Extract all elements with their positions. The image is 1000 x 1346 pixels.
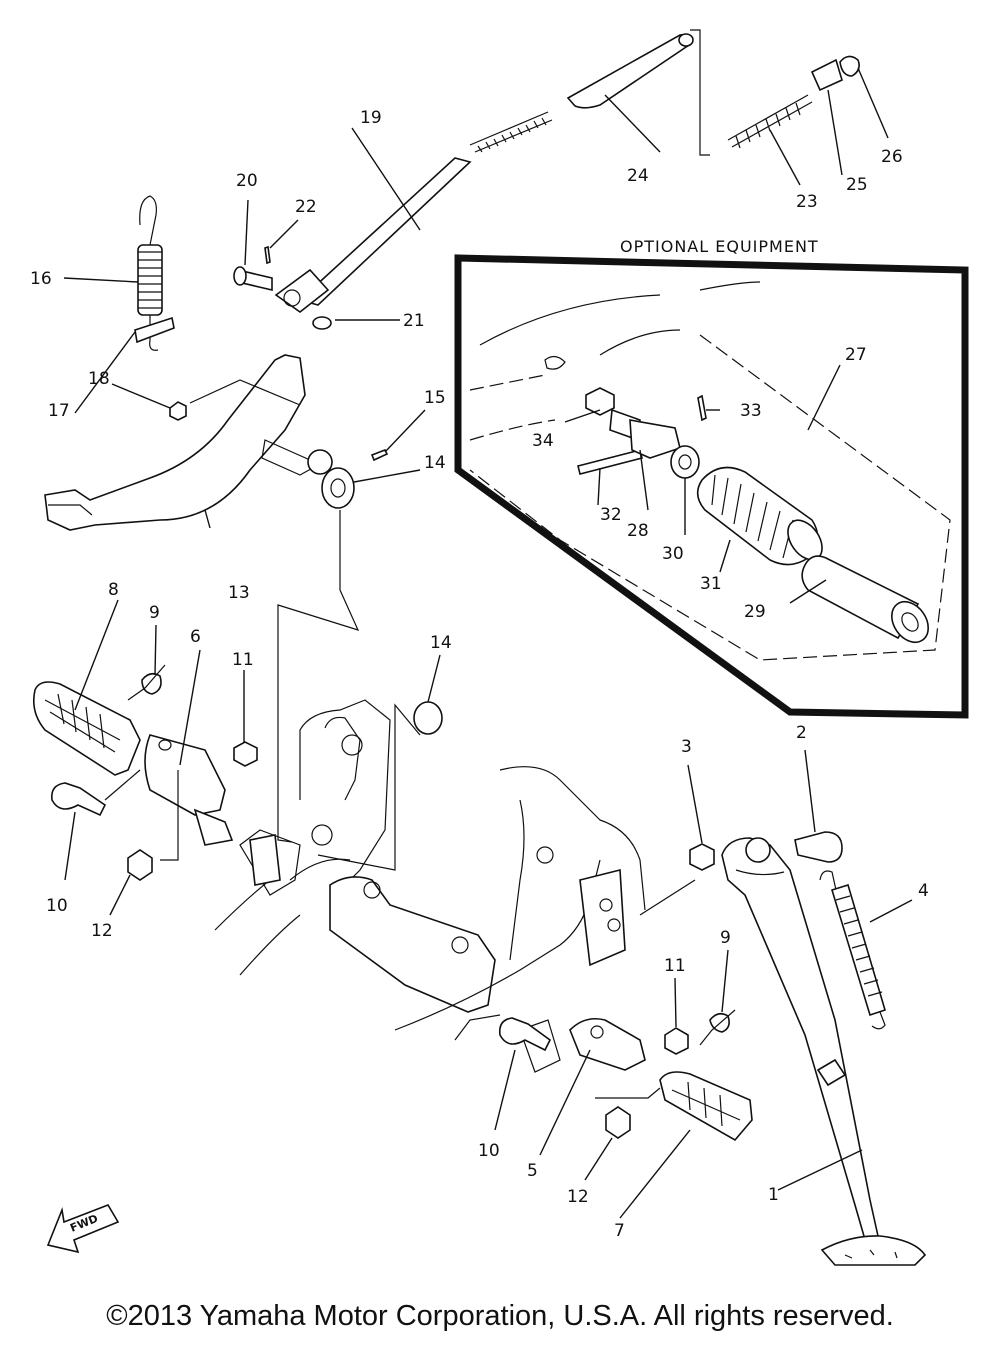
- callout-7: 7: [614, 1221, 625, 1241]
- callout-28: 28: [627, 521, 649, 541]
- nut-12-right-part: [605, 1106, 631, 1139]
- bolt-32-part: [577, 449, 643, 475]
- callout-30: 30: [662, 544, 684, 564]
- oil-seal-14-part: [321, 467, 355, 509]
- bolt-10-left-part: [50, 782, 107, 817]
- callout-11a: 11: [232, 650, 254, 670]
- footrest-8-part: [32, 681, 141, 776]
- nut-11-right-part: [664, 1027, 689, 1055]
- callout-14b: 14: [430, 633, 452, 653]
- footrest-bracket-5-part: [569, 1017, 646, 1071]
- footpeg-tube-29-part: [801, 555, 929, 644]
- pivot-bolt-2-part: [794, 831, 843, 863]
- return-spring-16-part: [137, 195, 163, 351]
- callout-18: 18: [88, 369, 110, 389]
- callout-29: 29: [744, 602, 766, 622]
- callout-13: 13: [228, 583, 250, 603]
- optional-equipment-label: OPTIONAL EQUIPMENT: [620, 237, 819, 256]
- optional-equipment-box: OPTIONAL EQUIPMENT: [454, 237, 969, 719]
- stand-spring-4-part: [819, 870, 886, 1030]
- copyright-notice: ©2013 Yamaha Motor Corporation, U.S.A. A…: [106, 1300, 894, 1332]
- callout-25: 25: [846, 175, 868, 195]
- bracket-28-part: [629, 419, 681, 459]
- brake-pedal-13-part: [44, 354, 333, 531]
- callout-4: 4: [918, 881, 929, 901]
- brake-rod-19-part: [298, 157, 472, 306]
- callout-9a: 9: [149, 603, 160, 623]
- footpeg-rubber-31-part: [696, 466, 823, 566]
- nut-11-left-part: [233, 741, 258, 767]
- callout-labels: 19 24 23 25 26 20 22 16 21 18 17 15 14 1…: [30, 108, 929, 1241]
- washer-14-lower-part: [413, 701, 443, 735]
- callout-12b: 12: [567, 1187, 589, 1207]
- callout-12a: 12: [91, 921, 113, 941]
- callout-9b: 9: [720, 928, 731, 948]
- callout-16: 16: [30, 269, 52, 289]
- callout-23: 23: [796, 192, 818, 212]
- callout-5: 5: [527, 1161, 538, 1181]
- callout-10b: 10: [478, 1141, 500, 1161]
- brake-rod-assembly: [298, 29, 860, 306]
- callout-11b: 11: [664, 956, 686, 976]
- callout-1: 1: [768, 1185, 779, 1205]
- footrest-7-part: [659, 1071, 753, 1142]
- side-stand-1-part: [721, 837, 927, 1266]
- callout-33: 33: [740, 401, 762, 421]
- callout-19: 19: [360, 108, 382, 128]
- callout-27: 27: [845, 345, 867, 365]
- callout-2: 2: [796, 723, 807, 743]
- callout-20: 20: [236, 171, 258, 191]
- spring-9-left-part: [141, 672, 162, 695]
- callout-32: 32: [600, 505, 622, 525]
- callout-3: 3: [681, 737, 692, 757]
- callout-6: 6: [190, 627, 201, 647]
- nut-3-part: [689, 843, 715, 871]
- callout-26: 26: [881, 147, 903, 167]
- callout-8: 8: [108, 580, 119, 600]
- callout-21: 21: [403, 311, 425, 331]
- callout-31: 31: [700, 574, 722, 594]
- footrest-bracket-6-part: [144, 734, 226, 816]
- washer-30-part: [670, 445, 700, 479]
- bolt-10-right-part: [498, 1017, 552, 1052]
- bolt-17-part: [134, 316, 175, 344]
- callout-24: 24: [627, 166, 649, 186]
- callout-22: 22: [295, 197, 317, 217]
- callout-10a: 10: [46, 896, 68, 916]
- callout-34: 34: [532, 431, 554, 451]
- nut-34-part: [585, 387, 615, 416]
- clevis-group: [233, 245, 332, 330]
- fwd-arrow-icon: FWD: [46, 1204, 120, 1254]
- callout-17: 17: [48, 401, 70, 421]
- leader-lines: [63, 67, 913, 1219]
- frame-section: [214, 699, 646, 1073]
- callout-14a: 14: [424, 453, 446, 473]
- callout-15: 15: [424, 388, 446, 408]
- nut-12-left-part: [127, 849, 153, 881]
- rod-sleeve-24-part: [566, 33, 693, 109]
- nut-18-part: [169, 401, 187, 421]
